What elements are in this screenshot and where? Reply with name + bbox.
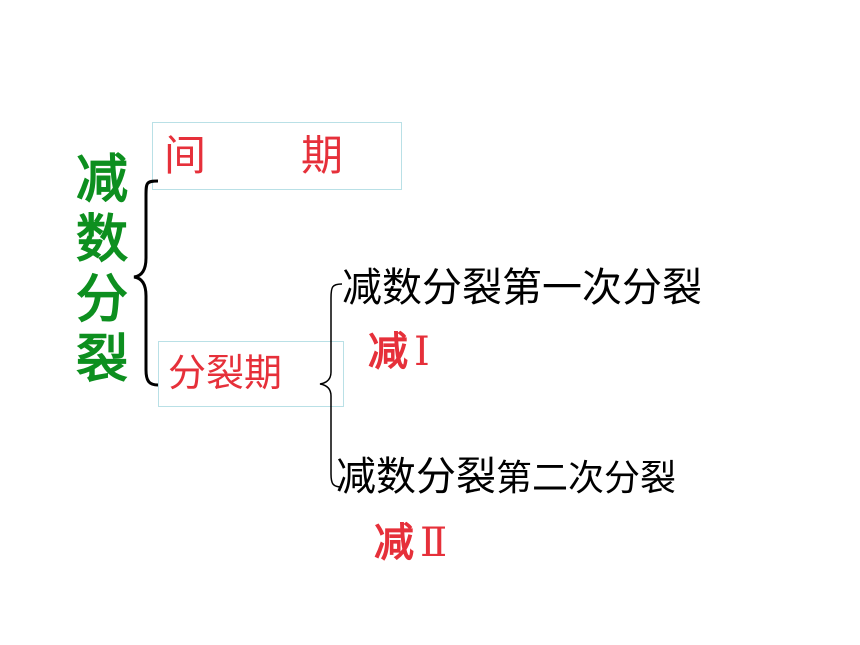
meiosis-first-abbr-han: 减: [368, 329, 408, 375]
interphase-label: 间期: [164, 130, 343, 182]
interphase-char-1: 间: [164, 131, 207, 180]
meiosis-second-label: 减数分裂第二次分裂: [336, 451, 676, 505]
division-period-label: 分裂期: [168, 351, 283, 395]
meiosis-second-abbr-han: 减: [374, 520, 414, 566]
root-char-1: 减: [75, 150, 128, 210]
meiosis-second-label-part1: 减数分裂: [336, 454, 496, 500]
root-title-meiosis: 减 数 分 裂: [72, 150, 132, 390]
meiosis-second-label-part2: 第二次分裂: [496, 458, 677, 499]
root-char-2: 数: [75, 210, 128, 270]
root-brace: [133, 179, 159, 387]
interphase-char-2: 期: [301, 131, 344, 180]
interphase-box: [152, 122, 402, 190]
root-char-3: 分: [75, 270, 128, 330]
division-brace: [319, 283, 343, 488]
root-char-4: 裂: [75, 330, 128, 390]
meiosis-second-abbr-num: Ⅱ: [420, 520, 448, 566]
division-period-box: [158, 341, 344, 407]
meiosis-first-abbr-num: Ⅰ: [414, 329, 430, 375]
meiosis-first-label: 减数分裂第一次分裂: [342, 265, 702, 311]
